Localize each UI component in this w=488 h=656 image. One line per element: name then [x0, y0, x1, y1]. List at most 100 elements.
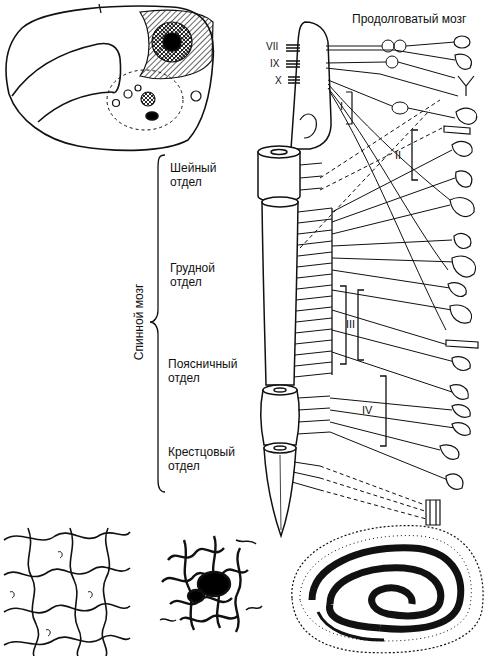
parasympathetic-fibres: [346, 92, 352, 124]
organ: [444, 126, 470, 134]
parasympathetic-fibres: [330, 92, 446, 330]
organ: [450, 385, 468, 400]
spinal-roots: [294, 208, 332, 377]
medulla: [286, 45, 300, 51]
brainstem-section: [146, 112, 158, 120]
bracket: [150, 130, 418, 492]
nerve-number: X: [275, 75, 289, 87]
spinal-cord: [280, 455, 281, 530]
sympathetic-fibres: [332, 330, 455, 362]
organ: [455, 54, 471, 69]
parasympathetic-fibres: [386, 56, 398, 68]
micrograph: [330, 604, 380, 628]
organ: [454, 36, 470, 48]
organ: [452, 423, 470, 436]
spinal-cord: [264, 448, 296, 536]
organ: [426, 36, 478, 525]
sympathetic-fibres: [332, 270, 450, 288]
medulla: [300, 114, 316, 138]
sympathetic-fibres: [300, 110, 430, 248]
organ: [450, 198, 474, 217]
section-label: Спинной мозг: [133, 247, 147, 397]
spinal-cord: [261, 390, 299, 445]
brainstem-section: [152, 22, 192, 62]
micrograph: [292, 526, 483, 653]
micrograph: [28, 528, 39, 656]
group-number: IV: [362, 404, 380, 417]
sympathetic-fibres: [332, 178, 455, 222]
spinal-cord: [258, 146, 300, 158]
organ: [458, 76, 474, 96]
micrograph: [300, 536, 471, 641]
micrograph: [180, 615, 238, 621]
brainstem-section: [191, 91, 201, 101]
sympathetic-fibres: [320, 128, 442, 190]
micrograph: [312, 548, 461, 629]
brainstem-section: [38, 92, 112, 122]
sympathetic-fibres: [300, 100, 456, 520]
brainstem-section: [141, 92, 155, 106]
brainstem-section: [135, 85, 141, 91]
sympathetic-fibres: [332, 352, 452, 392]
bracket: [412, 130, 418, 180]
bracket: [340, 286, 346, 364]
spinal-cord: [274, 388, 286, 392]
spinal-roots: [292, 462, 320, 490]
organ: [452, 357, 470, 371]
sympathetic-fibres: [330, 432, 448, 480]
sympathetic-fibres: [332, 258, 456, 262]
spinal-cord: [271, 150, 287, 155]
parasympathetic-fibres: [326, 68, 458, 96]
organ: [446, 340, 478, 348]
sympathetic-fibres: [320, 478, 428, 512]
organ: [430, 500, 436, 525]
brainstem-section: [99, 4, 101, 13]
micrograph: [330, 568, 441, 616]
section-label: Поясничный отдел: [168, 358, 244, 386]
micrograph: [160, 536, 262, 632]
parasympathetic-fibres: [392, 102, 408, 114]
parasympathetic-fibres: [328, 80, 455, 118]
spinal-cord: [274, 446, 286, 450]
organ: [450, 305, 472, 323]
micrograph: [4, 604, 130, 613]
sympathetic-fibres: [332, 150, 452, 212]
micrograph: [102, 528, 109, 656]
micrograph: [160, 540, 262, 621]
medulla: [291, 22, 331, 149]
organ: [448, 283, 466, 297]
spinal-cord: [258, 146, 300, 536]
sympathetic-fibres: [332, 240, 452, 246]
micrograph: [4, 532, 130, 540]
micrograph: [235, 548, 240, 632]
organ: [456, 108, 477, 124]
spinal-roots: [292, 163, 332, 490]
spinal-cord: [262, 197, 298, 207]
bracket: [358, 290, 364, 360]
micrograph: [318, 612, 384, 640]
micrograph: [10, 552, 92, 636]
spinal-roots: [331, 208, 332, 375]
sympathetic-fibres: [320, 466, 425, 505]
medulla: [288, 77, 300, 83]
organ: [452, 141, 472, 156]
micrograph: [292, 526, 483, 653]
sympathetic-fibres: [320, 100, 440, 178]
medulla: [286, 22, 331, 149]
brainstem-section: [113, 100, 120, 107]
parasympathetic-fibres: [326, 42, 455, 46]
section-label: Крестцовый отдел: [168, 446, 244, 474]
organ: [440, 445, 459, 459]
brainstem-section: [6, 4, 213, 150]
nerve-number: IX: [270, 58, 288, 70]
organ: [456, 171, 472, 187]
section-label: Шейный отдел: [170, 162, 228, 190]
region-label: Продолговатый мозг: [352, 13, 487, 27]
spinal-cord: [264, 443, 296, 453]
sympathetic-fibres: [332, 310, 448, 345]
brainstem-section: [112, 58, 121, 93]
sympathetic-fibres: [320, 490, 430, 520]
micrograph: [4, 635, 130, 645]
